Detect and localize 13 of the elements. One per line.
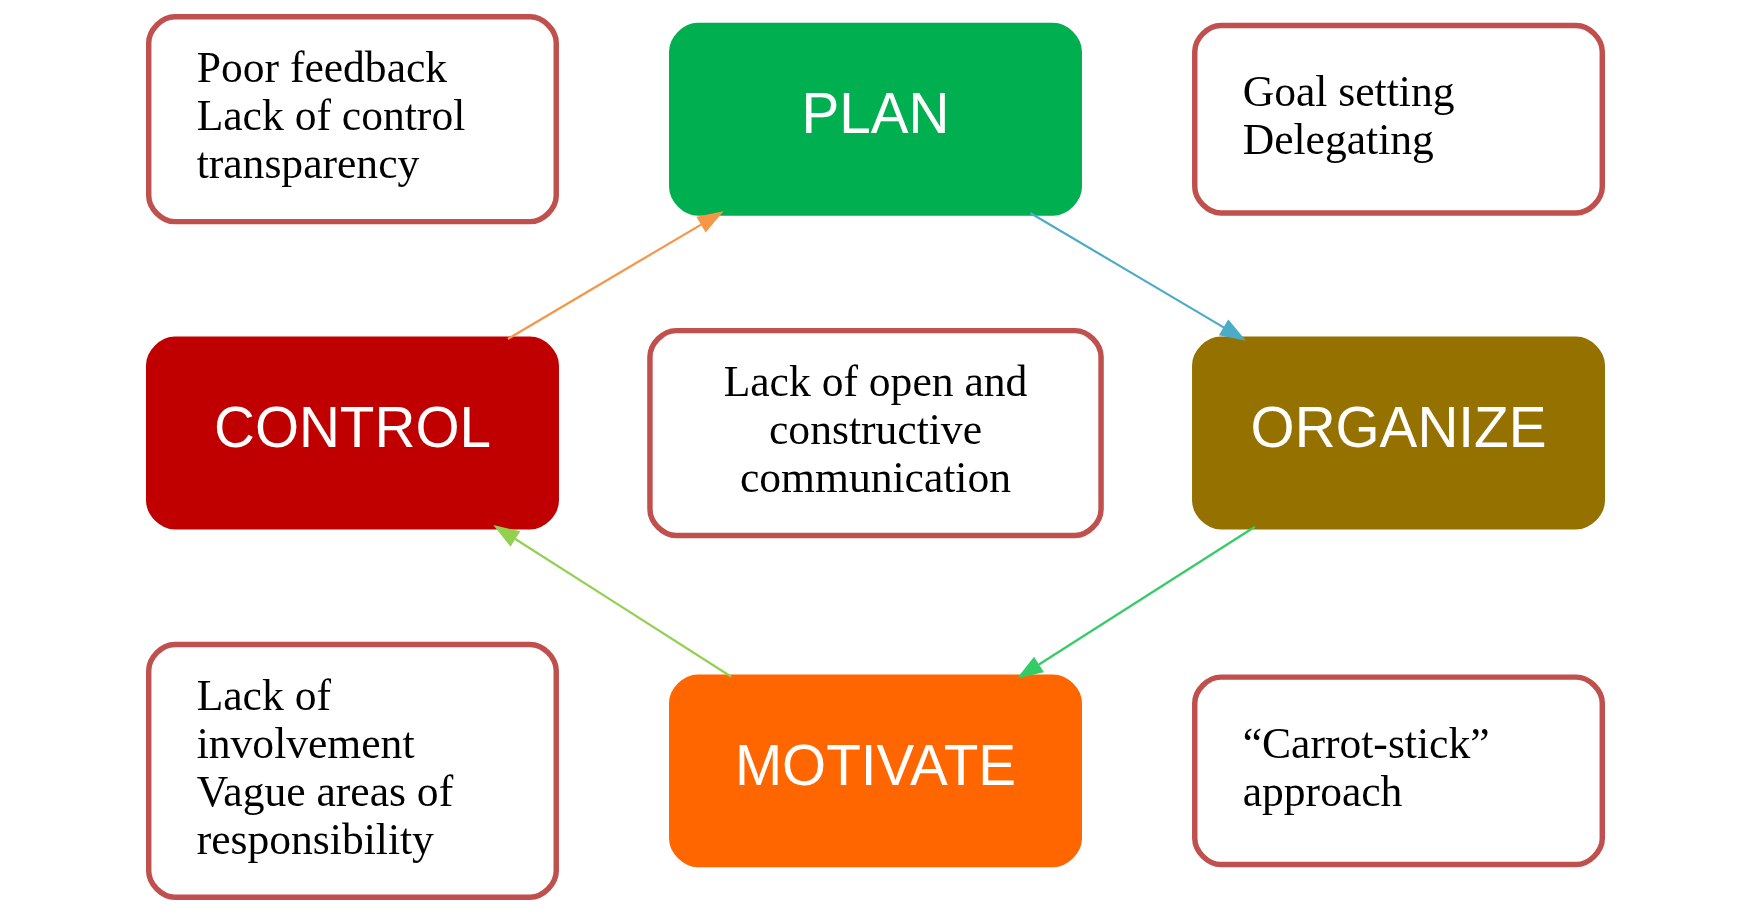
arrow xyxy=(1029,212,1246,341)
node-box: “Carrot-stick” approach xyxy=(1191,674,1605,868)
node-box: PLAN xyxy=(668,22,1082,216)
arrow xyxy=(492,525,732,678)
arrow xyxy=(1016,525,1255,679)
node-box: Lack of involvement Vague areas of responsibility xyxy=(145,641,559,900)
node-box: Goal setting Delegating xyxy=(1191,22,1605,216)
node-box: CONTROL xyxy=(145,336,559,530)
node-box: ORGANIZE xyxy=(1191,336,1605,530)
node-box: Poor feedback Lack of control transparency xyxy=(145,14,559,225)
arrow xyxy=(506,211,724,340)
node-box: MOTIVATE xyxy=(668,674,1082,868)
node-box: Lack of open and constructive communication xyxy=(646,327,1104,539)
